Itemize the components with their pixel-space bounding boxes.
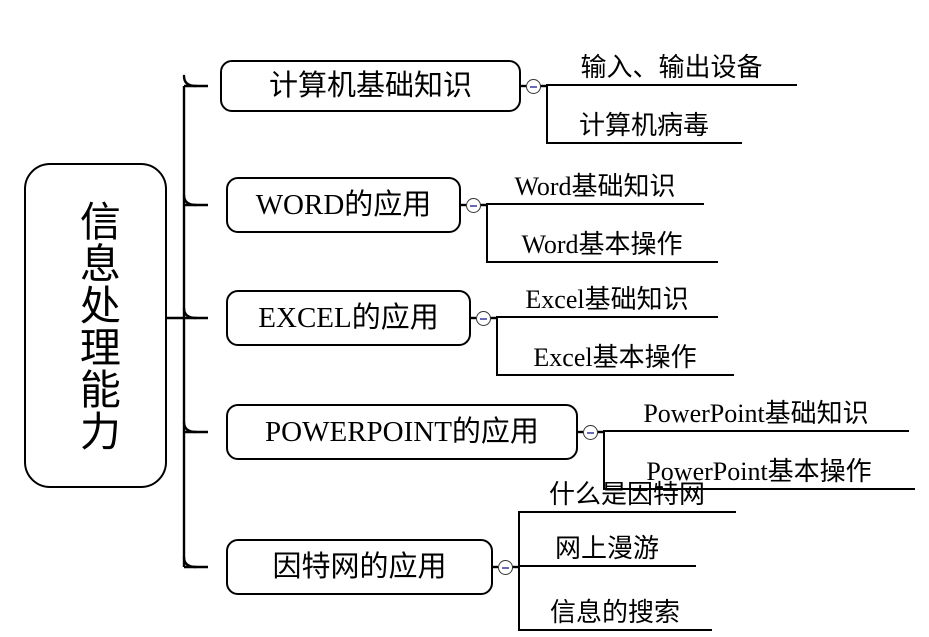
branch-node-computer-basics[interactable]: 计算机基础知识: [220, 60, 521, 112]
leaf-item[interactable]: 信息的搜索: [518, 567, 712, 631]
leaf-item[interactable]: PowerPoint基本操作: [603, 432, 915, 490]
leaf-item[interactable]: Word基础知识: [486, 153, 704, 205]
leaf-bracket: [486, 205, 488, 263]
leaf-item[interactable]: 什么是因特网: [518, 467, 736, 513]
leaf-item[interactable]: PowerPoint基础知识: [603, 380, 909, 432]
leaf-bracket: [496, 318, 498, 376]
leaf-label: 计算机病毒: [578, 111, 709, 141]
minus-circle-icon[interactable]: [583, 425, 598, 440]
leaf-bracket: [518, 513, 520, 631]
minus-circle-icon[interactable]: [476, 311, 491, 326]
leaf-label: Word基础知识: [514, 172, 676, 202]
leaf-label: 信息的搜索: [549, 598, 680, 628]
minus-glyph: [470, 204, 477, 207]
leaf-label: PowerPoint基础知识: [643, 399, 869, 429]
branch-label: 因特网的应用: [272, 550, 447, 583]
leaf-label: Excel基础知识: [525, 285, 689, 315]
minus-circle-icon[interactable]: [498, 560, 513, 575]
leaf-label: 网上漫游: [554, 534, 659, 564]
branch-label: EXCEL的应用: [258, 301, 439, 334]
leaf-label: PowerPoint基本操作: [646, 457, 872, 487]
minus-circle-icon[interactable]: [526, 79, 541, 94]
leaf-bracket: [603, 432, 605, 490]
minus-glyph: [502, 566, 509, 569]
leaf-item[interactable]: Word基本操作: [486, 205, 718, 263]
leaf-label: Word基本操作: [521, 230, 683, 260]
branch-label: WORD的应用: [255, 188, 432, 221]
minus-glyph: [530, 85, 537, 88]
leaf-label: 输入、输出设备: [580, 53, 763, 83]
leaf-item[interactable]: Excel基本操作: [496, 318, 734, 376]
minus-glyph: [587, 431, 594, 434]
leaf-bracket: [546, 86, 548, 144]
leaf-label: Excel基本操作: [533, 343, 697, 373]
leaf-item[interactable]: Excel基础知识: [496, 266, 718, 318]
minus-glyph: [480, 317, 487, 320]
branch-label: 计算机基础知识: [268, 69, 472, 102]
branch-node-word[interactable]: WORD的应用: [226, 177, 461, 233]
leaf-item[interactable]: 输入、输出设备: [546, 34, 797, 86]
minus-circle-icon[interactable]: [466, 198, 481, 213]
leaf-item[interactable]: 计算机病毒: [546, 86, 742, 144]
root-label: 信息处理能力: [73, 199, 120, 452]
leaf-label: 什么是因特网: [548, 480, 705, 510]
branch-node-excel[interactable]: EXCEL的应用: [226, 290, 471, 346]
leaf-item[interactable]: 网上漫游: [518, 513, 696, 567]
branch-label: POWERPOINT的应用: [265, 415, 539, 448]
branch-node-powerpoint[interactable]: POWERPOINT的应用: [226, 404, 578, 460]
branch-node-internet[interactable]: 因特网的应用: [226, 539, 493, 595]
root-node[interactable]: 信息处理能力: [24, 163, 167, 488]
